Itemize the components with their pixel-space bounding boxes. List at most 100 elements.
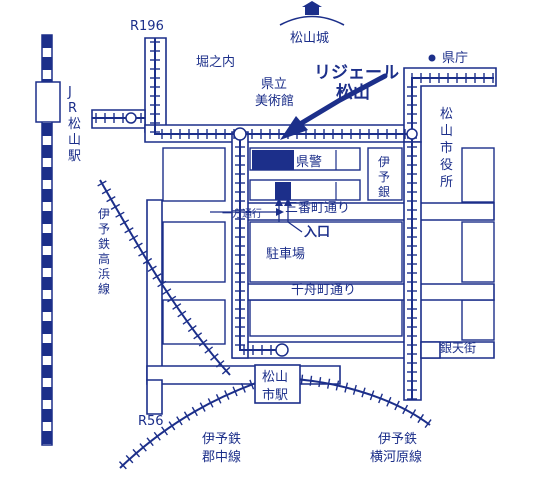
rail-tie [210,353,219,361]
rail-tie [187,325,197,333]
rail-tie [162,288,172,295]
tram-stop [125,112,137,124]
label-sanbancho: 三番町通り [285,201,350,216]
rail-tie [318,377,322,388]
road-gintengai [420,341,441,359]
label-hotel: リジェール松山 [314,63,399,103]
rail-tie [378,393,383,404]
arrow-pointer-icon [280,73,388,140]
label-gunchu-line: 伊予鉄郡中線 [202,432,241,465]
road-senbuncho [232,283,495,301]
rail-tie [128,234,139,242]
rail-tie [193,332,203,340]
hotel-annex-building [275,182,291,200]
rail-tie [183,411,191,421]
rail-tie [309,375,313,386]
road-r56-south [146,379,163,415]
rail-tie [232,386,238,397]
block [249,299,403,337]
rail-tie [106,196,116,203]
rail-tie [215,360,225,368]
rail-tie [402,404,409,415]
rail-tie [133,242,143,249]
rail-tie [182,317,192,325]
block [162,221,226,283]
label-one-way: 一方通行 [222,207,262,220]
label-parking: 駐車場 [266,247,305,262]
parking-block [249,221,403,283]
rail-tie [369,390,375,401]
rail-tie [147,265,157,273]
map-labels: 松山城 県庁 堀之内 R196 R56 三番町通り 千舟町通り 一方通行 入口 … [130,19,476,429]
rail-tie [361,387,366,398]
rail-tie [176,416,183,426]
rail-tie [215,394,222,404]
label-r56: R56 [138,414,164,429]
rail-tie [167,295,177,303]
rail-tie [146,437,154,447]
rail-tie [335,380,340,391]
rail-tie [119,219,130,226]
hotel-building [252,150,294,170]
rail-tie [240,383,246,393]
block [162,147,226,202]
rail-tie [207,398,214,408]
rail-tie [142,257,153,265]
label-prefectural-office: 県庁 [442,51,468,66]
block [249,179,361,201]
rail-tie [204,346,214,354]
rail-tie [249,379,255,390]
block [162,299,226,345]
rail-tie [199,402,206,412]
rail-tie [409,409,417,419]
label-yokogawara-line: 伊予鉄横河原線 [370,432,422,465]
rail-tie [138,250,148,257]
dot-marker-icon [428,54,436,62]
rail-tie [157,280,167,288]
label-senbuncho: 千舟町通り [291,283,356,298]
rail-tie [224,390,230,400]
rail-tie [161,426,169,436]
rail-tie [101,188,112,195]
rail-tie [300,374,304,385]
label-city-hall: 松山市役所 [440,107,453,190]
tram-stop [406,128,418,140]
rail-tie [177,310,187,318]
rail-tie [118,461,127,470]
label-matsuyama-city-station: 松山市駅 [262,370,288,403]
rail-tie [344,382,349,393]
rail-tie [221,366,231,375]
label-castle: 松山城 [290,31,329,46]
block [461,221,495,283]
road-r56 [146,199,163,381]
rail-tie [352,384,357,395]
rail-tie [191,406,198,417]
ring-rail [92,38,494,400]
block [461,299,495,341]
arrow-right-icon [210,208,284,216]
tram-stop [275,343,289,357]
jr-station-box [35,81,61,123]
rail-tie [97,180,107,187]
iyo-bank-block [367,147,403,201]
rail-tie [139,443,147,452]
takahama-line [99,179,231,376]
rail-tie [125,454,134,464]
arrow-up-icon [275,198,303,233]
rail-tie [394,400,400,411]
rail-tie [132,448,141,458]
tram-stop [233,127,247,141]
label-art-museum: 県立美術館 [255,77,294,109]
rail-tie [386,396,392,407]
matsuyama-city-station-box [254,364,301,404]
label-gintengai: 銀天街 [440,341,476,355]
rail-tie [153,431,161,441]
label-r196: R196 [130,19,164,34]
label-takahama-line: 伊予鉄高浜線 [98,207,110,296]
rail-tie [417,413,424,424]
label-horinouchi: 堀之内 [196,54,235,70]
label-iyo-bank: 伊予銀 [378,155,390,199]
